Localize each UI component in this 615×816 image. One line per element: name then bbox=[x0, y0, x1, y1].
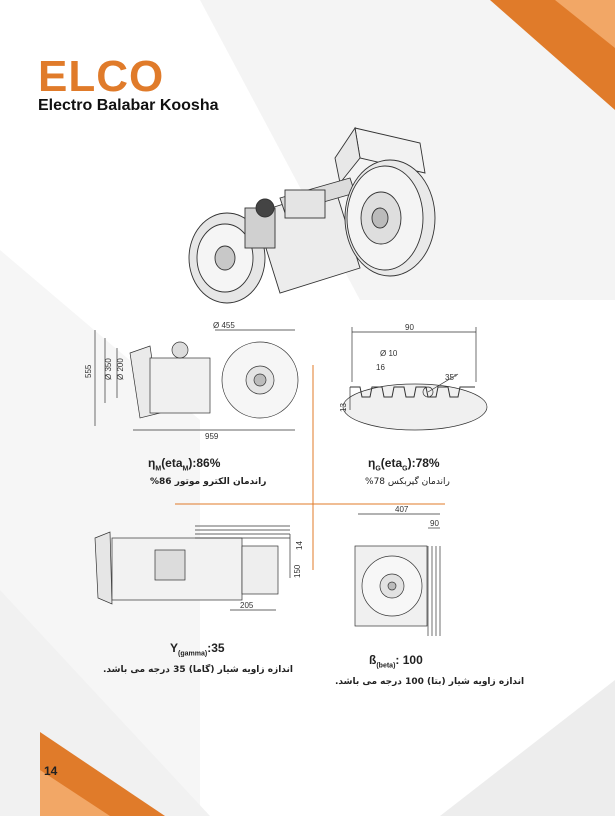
dim-150: 150 bbox=[293, 564, 302, 578]
dim-90: 90 bbox=[430, 519, 439, 528]
groove-detail-drawing: 90 Ø 10 16 35° 13 bbox=[340, 323, 488, 431]
dim-height-555: 555 bbox=[85, 364, 93, 378]
beta-angle-label: ß(beta): 100 bbox=[369, 653, 423, 670]
dim-groove-diameter-10: Ø 10 bbox=[380, 349, 398, 358]
dim-length-959: 959 bbox=[205, 432, 219, 441]
beta-angle-persian: اندازه زاویه شیار (بتا) 100 درجه می باشد… bbox=[335, 677, 525, 687]
page-number: 14 bbox=[44, 764, 58, 778]
motor-efficiency-label: ηM(etaM):86% bbox=[148, 456, 221, 473]
dim-groove-width-90: 90 bbox=[405, 323, 414, 332]
top-view-drawing: 14 150 205 bbox=[94, 525, 304, 611]
dim-14: 14 bbox=[295, 541, 304, 550]
side-view-drawing: 555 Ø 350 Ø 200 Ø 455 959 bbox=[85, 321, 299, 441]
dim-407: 407 bbox=[395, 506, 409, 514]
dim-groove-pitch-16: 16 bbox=[376, 363, 385, 372]
company-name: Electro Balabar Koosha bbox=[38, 97, 219, 114]
machine-illustration bbox=[188, 126, 436, 304]
dim-diameter-350: Ø 350 bbox=[104, 358, 113, 380]
gearbox-efficiency-persian: راندمان گیربکس 78% bbox=[365, 477, 450, 487]
motor-efficiency-persian: راندمان الکترو موتور 86% bbox=[150, 477, 267, 487]
gamma-angle-label: Y(gamma):35 bbox=[170, 641, 225, 658]
gearbox-efficiency-label: ηG(etaG):78% bbox=[368, 456, 440, 473]
company-logo: ELCO bbox=[38, 52, 165, 101]
front-view-drawing: 407 90 bbox=[354, 506, 441, 636]
dim-diameter-200: Ø 200 bbox=[116, 358, 125, 380]
corner-accent-top bbox=[490, 0, 615, 110]
dim-205: 205 bbox=[240, 601, 254, 610]
gamma-angle-persian: اندازه زاویه شیار (گاما) 35 درجه می باشد… bbox=[103, 665, 293, 675]
dim-diameter-455: Ø 455 bbox=[213, 321, 235, 330]
dim-groove-depth-13: 13 bbox=[340, 403, 348, 412]
dim-groove-angle-35: 35° bbox=[445, 373, 457, 382]
